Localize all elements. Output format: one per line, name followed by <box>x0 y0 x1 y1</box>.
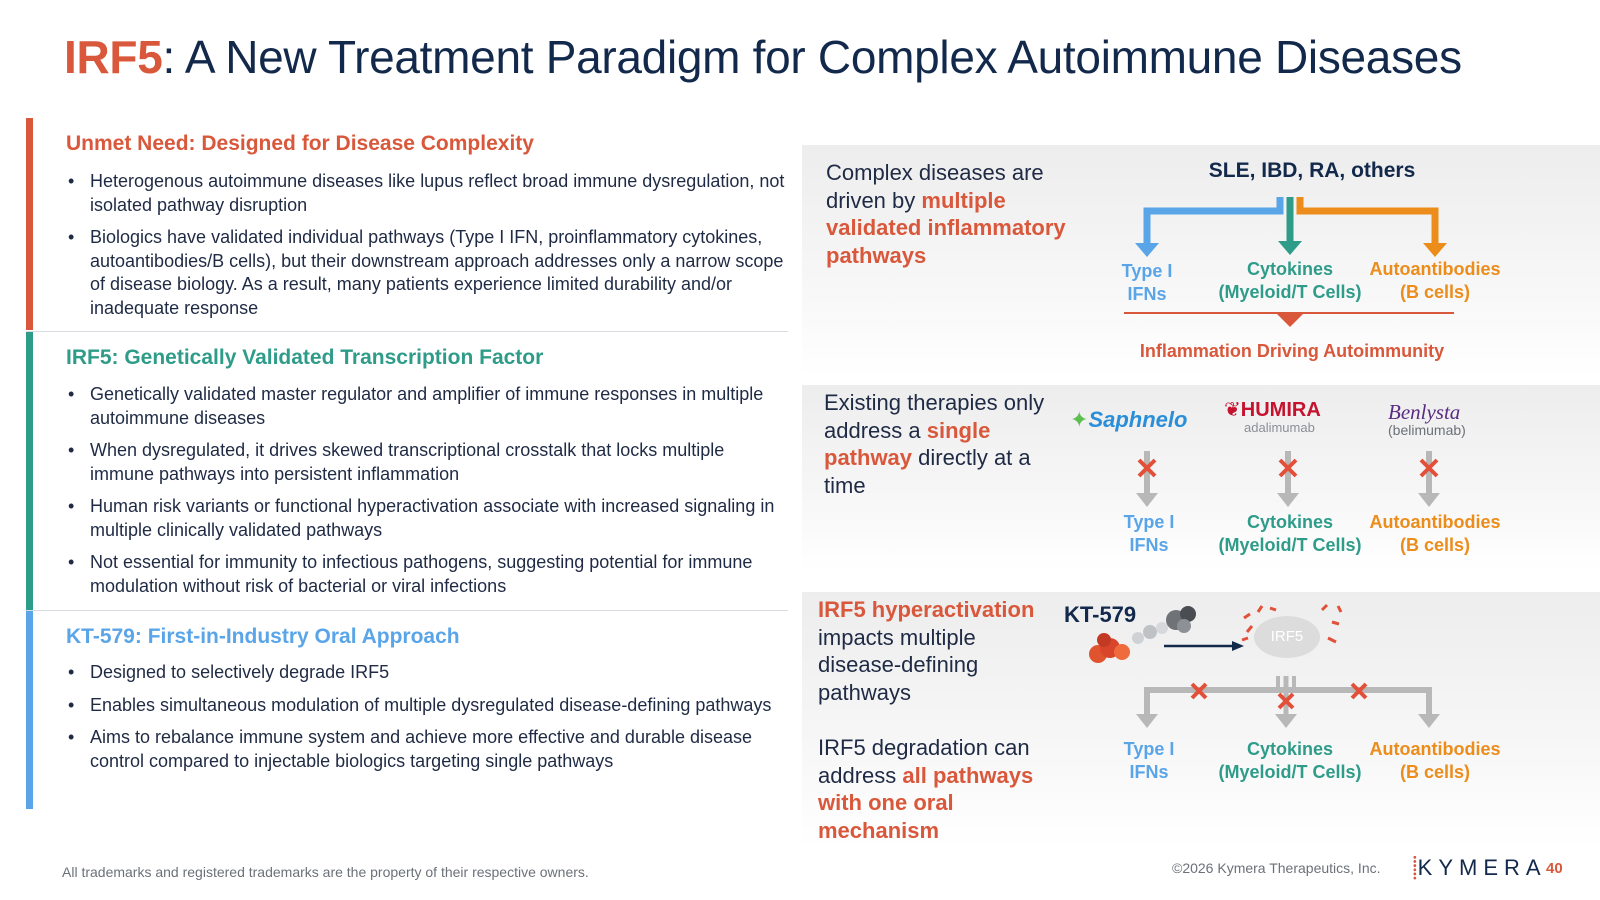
bullet-item: Heterogenous autoimmune diseases like lu… <box>66 170 786 217</box>
section-heading: Unmet Need: Designed for Disease Complex… <box>66 132 534 155</box>
irf5-fragments <box>1241 603 1343 644</box>
trademark-disclaimer: All trademarks and registered trademarks… <box>62 864 589 880</box>
text-segment: IRF5 degradation can address <box>818 735 1030 788</box>
pathway-label-autoantibodies: Autoantibodies(B cells) <box>1369 739 1501 782</box>
panel-description: Existing therapies only address a single… <box>824 389 1054 499</box>
text-segment: directly at a time <box>824 445 1031 498</box>
kymera-logo: ⸽KYMERA <box>1412 855 1547 880</box>
panel-description: IRF5 hyperactivation impacts multiple di… <box>818 596 1050 706</box>
bullet-list: Genetically validated master regulator a… <box>66 383 786 607</box>
outcome-label: Inflammation Driving Autoimmunity <box>1139 341 1445 361</box>
title-rest: : A New Treatment Paradigm for Complex A… <box>162 31 1462 83</box>
section-bar <box>26 118 33 330</box>
panel-description: Complex diseases are driven by multiple … <box>826 159 1076 269</box>
pathway-label-cytokines: Cytokines(Myeloid/T Cells) <box>1218 259 1362 302</box>
panel-irf5-degradation: IRF5 hyperactivation impacts multiple di… <box>802 592 1600 848</box>
pathway-label-autoantibodies: Autoantibodies(B cells) <box>1369 512 1501 555</box>
section-heading: IRF5: Genetically Validated Transcriptio… <box>66 346 544 369</box>
bullet-item: Biologics have validated individual path… <box>66 226 786 320</box>
bullet-list: Designed to selectively degrade IRF5 Ena… <box>66 661 786 782</box>
text-highlight: all pathways with one oral mechanism <box>818 762 1034 843</box>
page-title: IRF5: A New Treatment Paradigm for Compl… <box>64 30 1462 84</box>
benlysta-logo: Benlysta (belimumab) <box>1388 400 1466 438</box>
kt579-molecule-icon <box>1089 606 1196 663</box>
text-highlight: single pathway <box>824 417 991 471</box>
title-accent: IRF5 <box>64 31 163 83</box>
humira-logo: ❦HUMIRA adalimumab <box>1224 399 1321 435</box>
section-divider <box>26 331 788 332</box>
pathway-label-cytokines: Cytokines(Myeloid/T Cells) <box>1218 512 1362 555</box>
blocked-arrow-cytokines <box>1277 451 1299 507</box>
bullet-item: Human risk variants or functional hypera… <box>66 495 786 542</box>
text-segment: Complex diseases are driven by <box>826 160 1044 213</box>
bullet-list: Heterogenous autoimmune diseases like lu… <box>66 170 786 329</box>
molecule-label: KT-579 <box>1064 602 1137 627</box>
panel-existing-therapies: Existing therapies only address a single… <box>802 385 1600 573</box>
blocked-arrow-ifn <box>1136 451 1158 507</box>
irf5-protein: IRF5 <box>1254 616 1320 658</box>
section-heading: KT-579: First-in-Industry Oral Approach <box>66 625 460 648</box>
bullet-item: When dysregulated, it drives skewed tran… <box>66 439 786 486</box>
copyright: ©2026 Kymera Therapeutics, Inc. <box>1172 860 1381 876</box>
degradation-diagram <box>1089 603 1343 663</box>
page-number: 40 <box>1546 860 1563 877</box>
blocked-pathway-diagram <box>1136 451 1440 507</box>
bullet-item: Designed to selectively degrade IRF5 <box>66 661 786 685</box>
degraded-pathway-diagram <box>1136 676 1440 728</box>
text-segment: impacts multiple disease-defining pathwa… <box>818 624 979 705</box>
saphnelo-logo: ✦Saphnelo <box>1070 407 1188 432</box>
text-highlight: IRF5 hyperactivation <box>818 597 1035 622</box>
bullet-item: Enables simultaneous modulation of multi… <box>66 694 786 718</box>
disease-list: SLE, IBD, RA, others <box>1208 159 1416 182</box>
section-divider <box>26 610 788 611</box>
panel-description-2: IRF5 degradation can address all pathway… <box>818 734 1050 844</box>
pathway-label-autoantibodies: Autoantibodies(B cells) <box>1369 259 1501 302</box>
section-bar <box>26 332 33 610</box>
section-kt579: KT-579: First-in-Industry Oral Approach … <box>26 611 786 809</box>
text-highlight: multiple validated inflammatory pathways <box>826 187 1066 268</box>
bullet-item: Genetically validated master regulator a… <box>66 383 786 430</box>
pathway-label-cytokines: Cytokines(Myeloid/T Cells) <box>1218 739 1362 782</box>
section-unmet-need: Unmet Need: Designed for Disease Complex… <box>26 118 786 330</box>
blocked-arrow-autoantibodies <box>1418 451 1440 507</box>
section-irf5-validated: IRF5: Genetically Validated Transcriptio… <box>26 332 786 610</box>
section-bar <box>26 611 33 809</box>
text-segment: Existing therapies only address a <box>824 390 1045 443</box>
bullet-item: Aims to rebalance immune system and achi… <box>66 726 786 773</box>
panel-complex-diseases: Complex diseases are driven by multiple … <box>802 145 1600 377</box>
pathway-branch-diagram <box>1124 197 1454 327</box>
bullet-item: Not essential for immunity to infectious… <box>66 551 786 598</box>
